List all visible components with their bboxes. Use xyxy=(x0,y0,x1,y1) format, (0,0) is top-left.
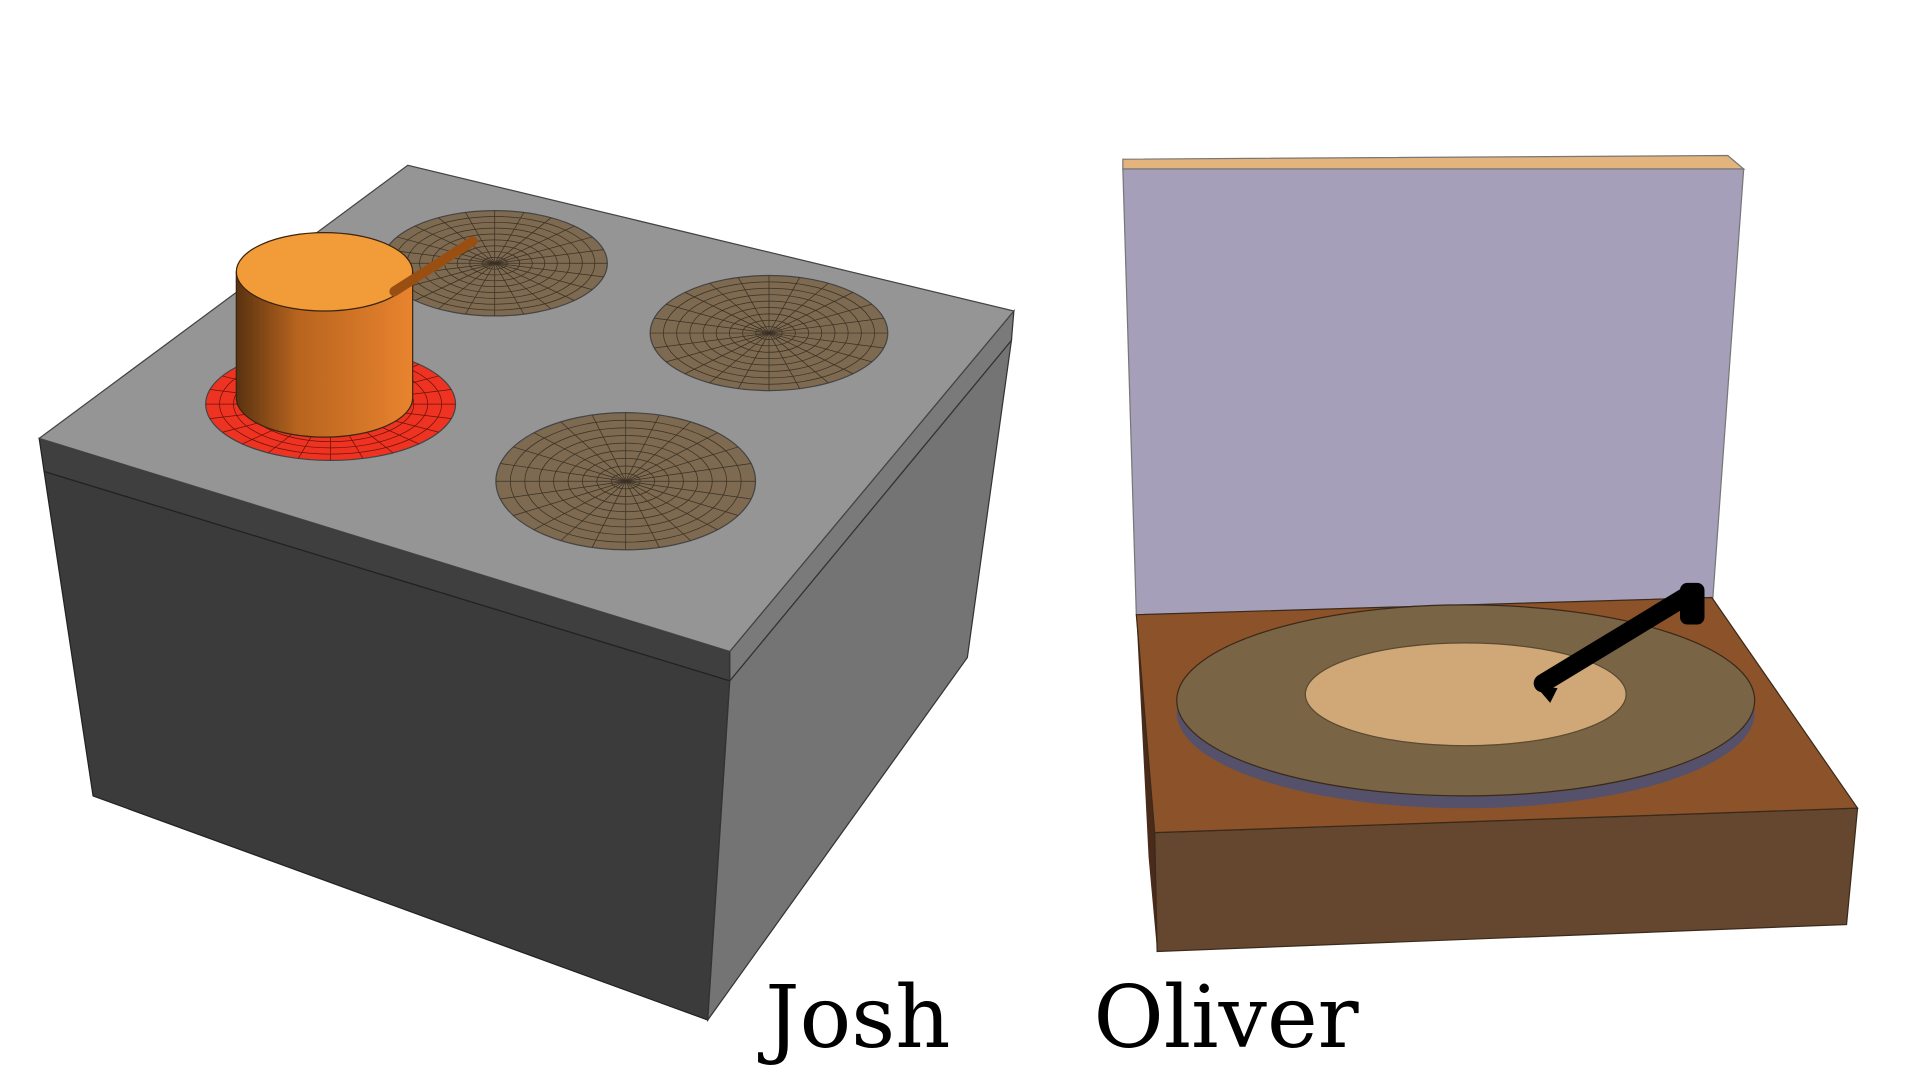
burner xyxy=(381,210,608,317)
turntable-base-front xyxy=(1154,807,1859,953)
label-oliver: Oliver xyxy=(1093,968,1358,1068)
turntable-base-left xyxy=(1136,614,1158,952)
pot-handle xyxy=(389,236,478,297)
turntable xyxy=(1122,154,1859,953)
pot-lid xyxy=(235,232,414,312)
pot-body xyxy=(235,271,414,438)
burner xyxy=(495,412,757,551)
turntable-lid xyxy=(1122,168,1745,616)
tonearm-pivot xyxy=(1680,582,1705,625)
turntable-lid-edge xyxy=(1122,154,1746,170)
stove xyxy=(37,164,1015,1023)
record-label xyxy=(1304,642,1627,747)
pot xyxy=(235,232,478,438)
burner xyxy=(649,274,889,392)
label-josh: Josh xyxy=(757,968,950,1068)
tonearm xyxy=(1533,582,1705,703)
